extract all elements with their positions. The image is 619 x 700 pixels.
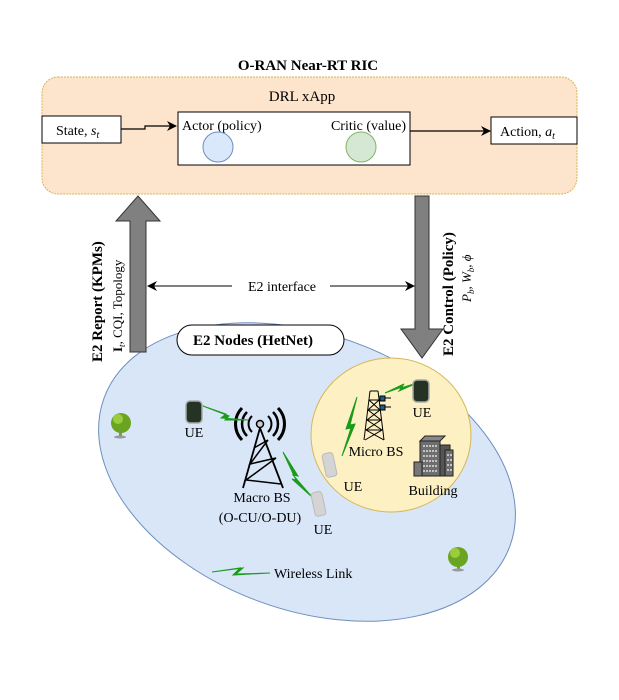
e2-report-title: E2 Report (KPMs): [90, 241, 106, 362]
ue-label: UE: [344, 480, 363, 495]
e2-nodes-label: E2 Nodes (HetNet): [193, 333, 313, 349]
ue-label: UE: [185, 426, 204, 441]
e2-report-params: It, CQI, Topology: [110, 259, 127, 352]
actor-label: Actor (policy): [182, 119, 262, 134]
e2-control-title: E2 Control (Policy): [441, 232, 457, 356]
wireless-link-icon: [202, 405, 249, 421]
action-box: [490, 116, 578, 145]
ue-label: UE: [314, 523, 333, 538]
wireless-link-icon: [341, 396, 358, 457]
ue-phone-icon: [412, 379, 430, 403]
e2-control-params: Pb, Wb, ϕ: [459, 254, 476, 303]
ue-label: UE: [413, 406, 432, 421]
tree-icon: [448, 547, 468, 572]
actor-node: [202, 131, 234, 163]
action-label: Action, at: [500, 125, 555, 142]
wireless-link-legend-icon: [211, 567, 271, 576]
e2-nodes-pill: [176, 324, 345, 356]
micro-bs-tower-icon: [363, 390, 391, 441]
state-box: [41, 115, 122, 144]
critic-label: Critic (value): [331, 119, 406, 134]
xapp-label: DRL xApp: [269, 89, 336, 105]
macro-bs-tower-icon: [234, 406, 286, 489]
macro-bs-sub-label: (O-CU/O-DU): [219, 511, 302, 526]
e2-control-arrow: [400, 195, 444, 359]
ue-phone-icon: [185, 400, 203, 424]
tree-icon: [111, 413, 131, 439]
e2-interface-label: E2 interface: [248, 280, 316, 295]
wireless-link-legend-label: Wireless Link: [274, 567, 352, 582]
critic-node: [345, 131, 377, 163]
building-icon: [413, 435, 454, 477]
state-arrow: [121, 121, 177, 131]
ric-title: O-RAN Near-RT RIC: [238, 58, 378, 74]
ue-phone-icon: [321, 452, 338, 478]
e2-report-arrow: [114, 195, 162, 353]
building-label: Building: [408, 484, 457, 499]
ue-phone-icon: [310, 491, 327, 517]
micro-bs-label: Micro BS: [349, 445, 404, 460]
macro-bs-label: Macro BS: [233, 491, 290, 506]
state-label: State, st: [56, 124, 99, 141]
